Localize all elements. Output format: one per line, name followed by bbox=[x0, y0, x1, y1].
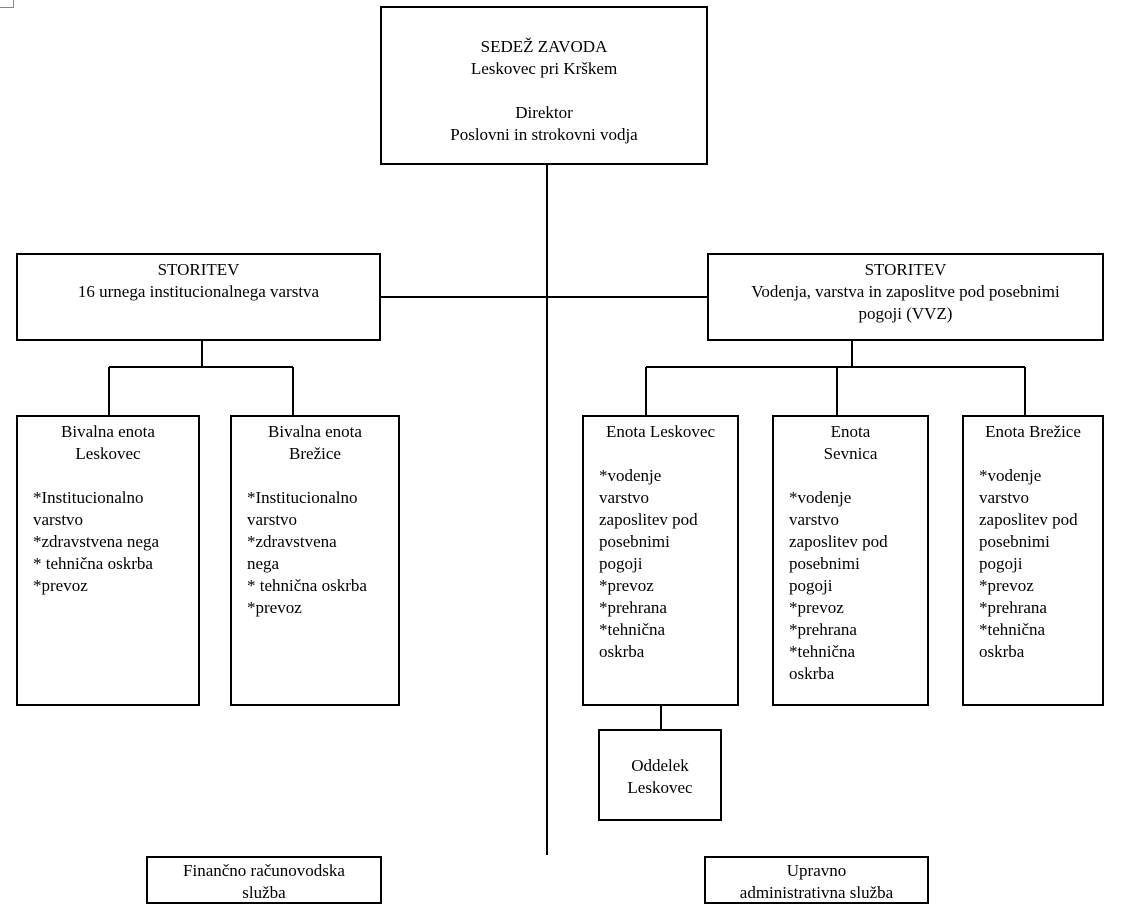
dept-leskovec-box: Oddelek Leskovec bbox=[598, 729, 722, 821]
list-item: pogoji bbox=[599, 554, 643, 573]
finance-line-1: Finančno računovodska bbox=[183, 861, 345, 880]
list-item: *zdravstvena bbox=[247, 532, 337, 551]
unit-brezice-title: Enota Brežice bbox=[985, 422, 1081, 441]
head-office-box: SEDEŽ ZAVODA Leskovec pri Krškem Direkto… bbox=[380, 6, 708, 165]
list-item: *Institucionalno bbox=[33, 488, 144, 507]
list-item: pogoji bbox=[979, 554, 1023, 573]
head-role: Direktor bbox=[515, 103, 573, 122]
list-item: *vodenje bbox=[979, 466, 1042, 485]
unit-bivalna-leskovec-title-1: Bivalna enota bbox=[61, 422, 155, 441]
list-item: pogoji bbox=[789, 576, 833, 595]
list-item: * tehnična oskrba bbox=[33, 554, 153, 573]
list-item: *prehrana bbox=[979, 598, 1047, 617]
list-item: *Institucionalno bbox=[247, 488, 358, 507]
service-right-name-1: Vodenja, varstva in zaposlitve pod poseb… bbox=[751, 282, 1060, 301]
list-item: *prevoz bbox=[979, 576, 1034, 595]
list-item: zaposlitev pod bbox=[599, 510, 698, 529]
list-item: posebnimi bbox=[979, 532, 1050, 551]
head-title: SEDEŽ ZAVODA bbox=[480, 37, 608, 56]
list-item: varstvo bbox=[789, 510, 840, 529]
list-item: *tehnična bbox=[789, 642, 856, 661]
list-item: *zdravstvena nega bbox=[33, 532, 160, 551]
service-left-name: 16 urnega institucionalnega varstva bbox=[77, 282, 320, 301]
service-left-title: STORITEV bbox=[157, 260, 240, 279]
list-item: *tehnična bbox=[599, 620, 666, 639]
list-item: *vodenje bbox=[789, 488, 852, 507]
list-item: *prehrana bbox=[789, 620, 857, 639]
unit-sevnica-title-2: Sevnica bbox=[823, 444, 878, 463]
unit-bivalna-brezice-title-1: Bivalna enota bbox=[268, 422, 362, 441]
list-item: oskrba bbox=[599, 642, 645, 661]
list-item: oskrba bbox=[789, 664, 835, 683]
list-item: *prevoz bbox=[33, 576, 88, 595]
dept-leskovec-line-2: Leskovec bbox=[627, 778, 693, 797]
list-item: posebnimi bbox=[599, 532, 670, 551]
unit-bivalna-brezice-box: Bivalna enota Brežice *Institucionalno v… bbox=[230, 415, 400, 706]
unit-sevnica-box: Enota Sevnica *vodenje varstvo zaposlite… bbox=[772, 415, 929, 706]
unit-leskovec-title: Enota Leskovec bbox=[605, 422, 716, 441]
unit-leskovec-box: Enota Leskovec *vodenje varstvo zaposlit… bbox=[582, 415, 739, 706]
finance-service-box: Finančno računovodska služba bbox=[146, 856, 382, 904]
list-item: posebnimi bbox=[789, 554, 860, 573]
list-item: nega bbox=[247, 554, 280, 573]
list-item: *vodenje bbox=[599, 466, 662, 485]
service-right-title: STORITEV bbox=[864, 260, 947, 279]
list-item: oskrba bbox=[979, 642, 1025, 661]
unit-sevnica-title-1: Enota bbox=[830, 422, 871, 441]
unit-bivalna-leskovec-title-2: Leskovec bbox=[75, 444, 141, 463]
unit-brezice-box: Enota Brežice *vodenje varstvo zaposlite… bbox=[962, 415, 1104, 706]
service-right-name-2: pogoji (VVZ) bbox=[858, 304, 953, 323]
unit-bivalna-brezice-title-2: Brežice bbox=[289, 444, 341, 463]
head-location: Leskovec pri Krškem bbox=[470, 59, 618, 78]
list-item: zaposlitev pod bbox=[789, 532, 888, 551]
list-item: varstvo bbox=[247, 510, 298, 529]
list-item: *prevoz bbox=[247, 598, 302, 617]
admin-service-box: Upravno administrativna služba bbox=[704, 856, 929, 904]
service-left-box: STORITEV 16 urnega institucionalnega var… bbox=[16, 253, 381, 341]
finance-line-2: služba bbox=[242, 883, 286, 902]
admin-line-2: administrativna služba bbox=[739, 883, 894, 902]
list-item: *prevoz bbox=[789, 598, 844, 617]
admin-line-1: Upravno bbox=[786, 861, 847, 880]
dept-leskovec-line-1: Oddelek bbox=[631, 756, 689, 775]
list-item: *tehnična bbox=[979, 620, 1046, 639]
list-item: varstvo bbox=[979, 488, 1030, 507]
list-item: varstvo bbox=[599, 488, 650, 507]
unit-bivalna-leskovec-box: Bivalna enota Leskovec *Institucionalno … bbox=[16, 415, 200, 706]
list-item: *prehrana bbox=[599, 598, 667, 617]
list-item: *prevoz bbox=[599, 576, 654, 595]
list-item: varstvo bbox=[33, 510, 84, 529]
resize-handle-icon bbox=[0, 0, 14, 8]
list-item: zaposlitev pod bbox=[979, 510, 1078, 529]
head-role-desc: Poslovni in strokovni vodja bbox=[450, 125, 638, 144]
list-item: * tehnična oskrba bbox=[247, 576, 367, 595]
service-right-box: STORITEV Vodenja, varstva in zaposlitve … bbox=[707, 253, 1104, 341]
